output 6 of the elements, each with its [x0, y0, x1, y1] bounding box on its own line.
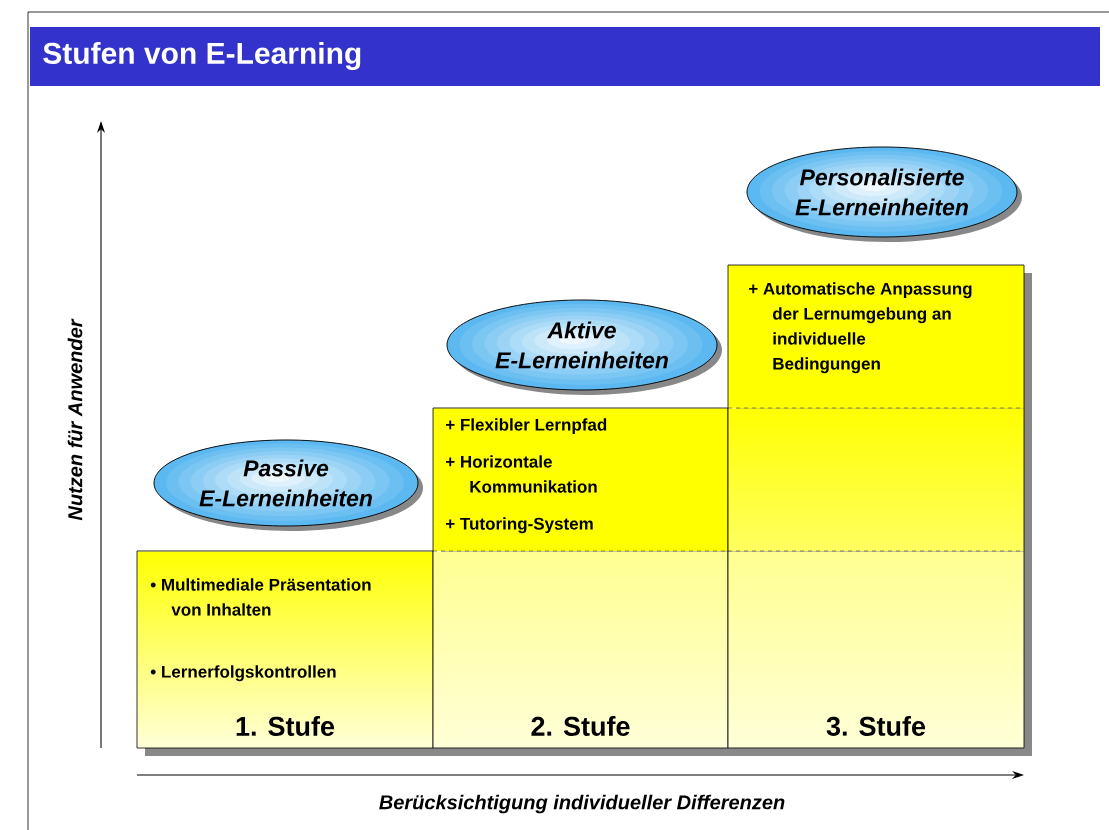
stage-column: • Multimediale Präsentation von Inhalten • Lernerfolgskontrollen 1. Stufe	[136, 550, 441, 756]
axis-label: Berücksichtigung individueller Differenzen	[379, 794, 785, 814]
stage-column: + Automatische Anpassung der Lernumgebung an individuelle Bedingungen 3. Stufe	[727, 264, 1032, 756]
stage-column: + Flexibler Lernpfad + Horizontale Kommunikation + Tutoring-System 2. Stufe	[432, 407, 736, 756]
axis-label: Nutzen für Anwender	[67, 318, 83, 521]
title-band: Stufen von E-Learning	[30, 27, 1100, 86]
